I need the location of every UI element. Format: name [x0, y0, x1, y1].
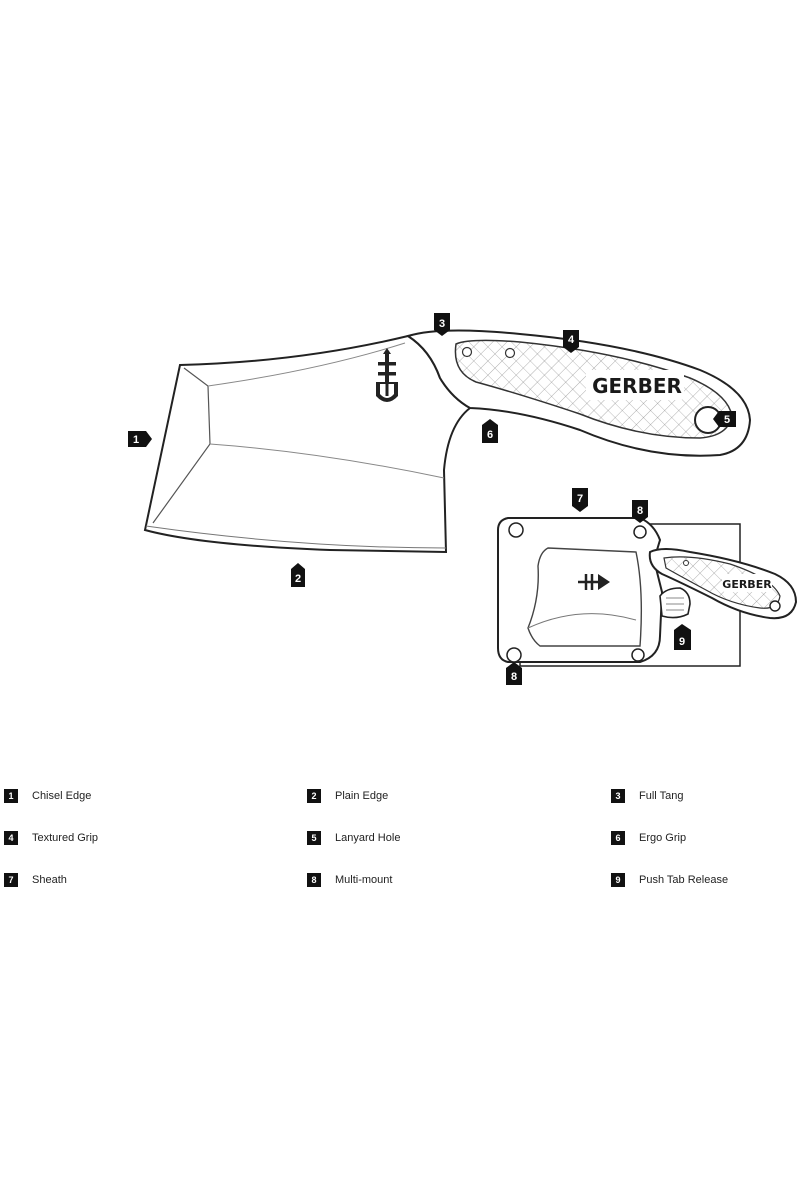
cleaver-diagram: GERBER GERBER 1 2: [128, 313, 798, 685]
legend-item: 2 Plain Edge: [307, 788, 388, 804]
legend-label: Chisel Edge: [32, 790, 92, 802]
callout-4: 4: [563, 330, 579, 353]
legend-number: 9: [611, 873, 625, 887]
callout-6: 6: [482, 419, 498, 443]
sheath-handle-brand-text: GERBER: [722, 578, 772, 591]
legend-item: 5 Lanyard Hole: [307, 830, 400, 846]
legend-item: 9 Push Tab Release: [611, 872, 728, 888]
sheath-logo-icon: [578, 574, 610, 590]
callout-1: 1: [128, 431, 152, 447]
callout-number: 3: [439, 318, 445, 330]
legend-number: 5: [307, 831, 321, 845]
callout-number: 4: [568, 334, 575, 346]
push-tab-release: [659, 587, 691, 619]
callout-2: 2: [291, 563, 305, 587]
legend-number: 1: [4, 789, 18, 803]
legend-number: 3: [611, 789, 625, 803]
legend-item: 1 Chisel Edge: [4, 788, 91, 804]
callout-number: 8: [511, 671, 517, 683]
legend-label: Multi-mount: [335, 874, 393, 886]
sheath-assembly: GERBER: [497, 517, 798, 667]
callout-8: 8: [506, 662, 522, 685]
callout-number: 6: [487, 429, 493, 441]
legend-label: Ergo Grip: [639, 832, 687, 844]
legend-label: Lanyard Hole: [335, 832, 401, 844]
legend-item: 3 Full Tang: [611, 788, 683, 804]
cleaver: GERBER: [143, 329, 752, 554]
legend-number: 6: [611, 831, 625, 845]
callout-number: 2: [295, 573, 301, 585]
legend-item: 7 Sheath: [4, 872, 67, 888]
callout-8: 8: [632, 500, 648, 523]
legend-label: Sheath: [32, 874, 67, 886]
legend-number: 8: [307, 873, 321, 887]
mount-hole: [506, 647, 522, 663]
legend-number: 4: [4, 831, 18, 845]
callout-9: 9: [674, 624, 691, 650]
callout-7: 7: [572, 488, 588, 512]
legend-number: 2: [307, 789, 321, 803]
callout-number: 1: [133, 434, 139, 446]
callout-5: 5: [713, 411, 736, 427]
legend-label: Plain Edge: [335, 790, 389, 802]
callout-number: 9: [679, 636, 685, 648]
callout-number: 5: [724, 414, 730, 426]
legend-label: Full Tang: [639, 790, 684, 802]
callout-3: 3: [434, 313, 450, 336]
mount-hole: [508, 522, 524, 538]
mount-hole: [631, 648, 645, 662]
gerber-trident-logo-icon: [376, 348, 398, 402]
callout-number: 7: [577, 493, 583, 505]
legend-label: Push Tab Release: [639, 874, 729, 886]
legend: 1 Chisel Edge 2 Plain Edge 3 Full Tang 4…: [0, 780, 800, 910]
mount-hole: [633, 525, 647, 539]
handle-brand-text: GERBER: [592, 374, 682, 398]
legend-item: 8 Multi-mount: [307, 872, 392, 888]
legend-label: Textured Grip: [32, 832, 99, 844]
legend-item: 4 Textured Grip: [4, 830, 98, 846]
callout-number: 8: [637, 505, 643, 517]
legend-number: 7: [4, 873, 18, 887]
legend-item: 6 Ergo Grip: [611, 830, 686, 846]
